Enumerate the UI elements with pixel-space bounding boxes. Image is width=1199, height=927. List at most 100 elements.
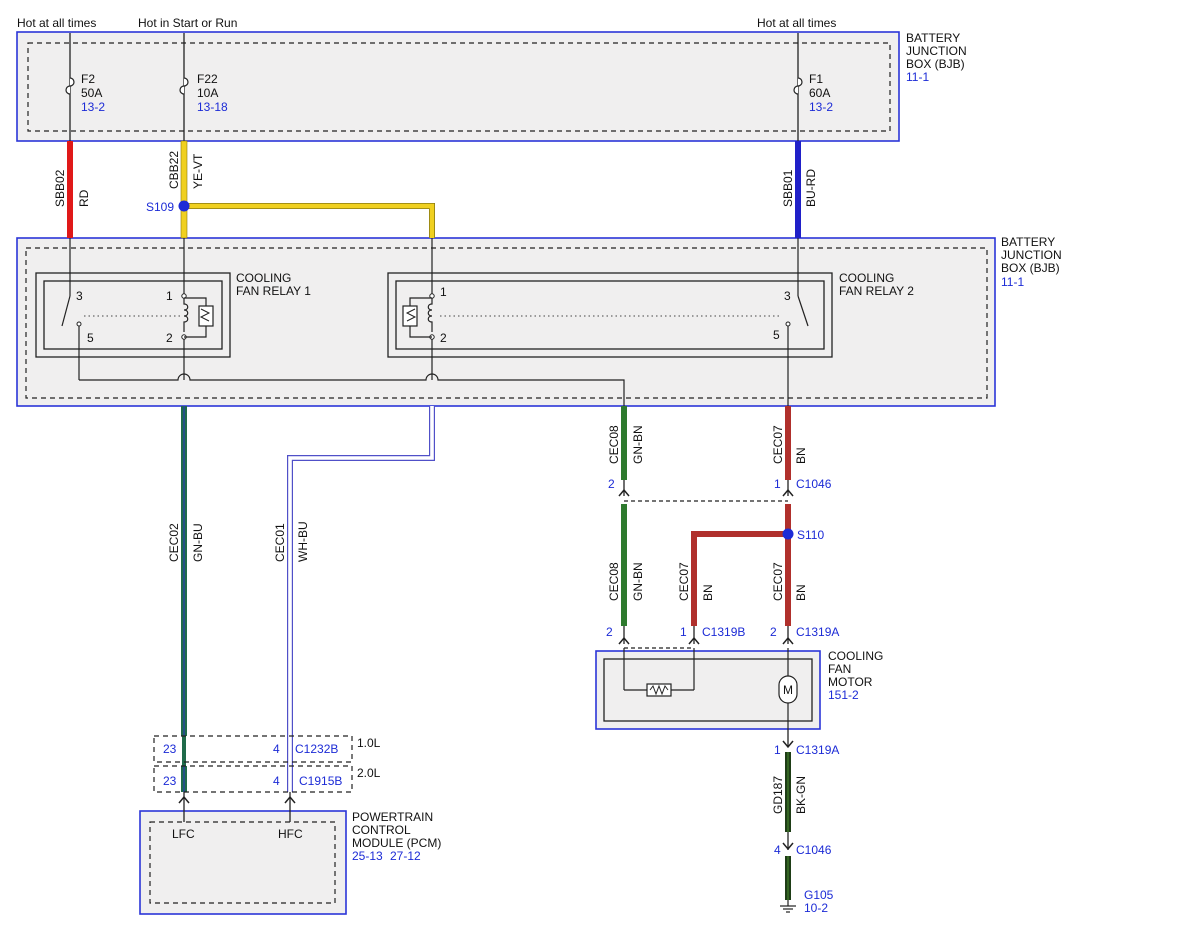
fuse-f2-ref[interactable]: 13-2 xyxy=(81,100,105,114)
pcm-title-1: POWERTRAIN xyxy=(352,810,433,824)
c1319a-top-pin: 2 xyxy=(770,625,777,639)
relay1-coil xyxy=(181,293,214,380)
c1232b-name[interactable]: C1232B xyxy=(295,742,338,756)
label-hot-right: Hot at all times xyxy=(757,16,836,30)
motor-ref[interactable]: 151-2 xyxy=(828,688,859,702)
pcm-pin-lfc: LFC xyxy=(172,827,195,841)
splice-s109-label[interactable]: S109 xyxy=(146,200,174,214)
relay2-box xyxy=(387,272,833,358)
c1319a-bottom-pin: 1 xyxy=(774,743,781,757)
wire-gd187-color: BK-GN xyxy=(794,776,808,814)
c1915b-pin-a: 23 xyxy=(163,774,177,788)
relay1-title-1: COOLING xyxy=(236,271,291,285)
relay2-title-1: COOLING xyxy=(839,271,894,285)
c1232b-engine: 1.0L xyxy=(357,736,381,750)
wire-sbb01-color: BU-RD xyxy=(804,169,818,207)
wire-cec07-upper-circuit: CEC07 xyxy=(771,425,785,464)
pcm-ref-1[interactable]: 25-13 xyxy=(352,849,383,863)
relay2-coil xyxy=(402,293,435,380)
fuse-f22-ref[interactable]: 13-18 xyxy=(197,100,228,114)
wire-sbb01 xyxy=(795,141,801,238)
bjb-top-line2: JUNCTION xyxy=(906,44,967,58)
motor-title-1: COOLING xyxy=(828,649,883,663)
relay1-switch xyxy=(61,295,180,380)
bjb-mid-ref[interactable]: 11-1 xyxy=(1001,275,1024,289)
c1046-top-name[interactable]: C1046 xyxy=(796,477,832,491)
wire-cec01-circuit: CEC01 xyxy=(273,523,287,562)
fuse-f22-icon xyxy=(179,77,189,95)
c1319b-name[interactable]: C1319B xyxy=(702,625,745,639)
wire-cec07-lower-circuit: CEC07 xyxy=(771,562,785,601)
c1046-bottom-name[interactable]: C1046 xyxy=(796,843,832,857)
label-hot-start: Hot in Start or Run xyxy=(138,16,237,30)
wire-cbb22-circuit: CBB22 xyxy=(167,151,181,189)
wire-cec01-color: WH-BU xyxy=(296,521,310,562)
c1915b-pin-b: 4 xyxy=(273,774,280,788)
pcm-ref-2[interactable]: 27-12 xyxy=(390,849,421,863)
wire-cec07-mid-color: BN xyxy=(701,584,715,601)
wire-cec02-color: GN-BU xyxy=(191,523,205,562)
c1046-top-pin-left: 2 xyxy=(608,477,615,491)
c1319a-bottom-connector xyxy=(782,729,794,749)
bjb-top-ref[interactable]: 11-1 xyxy=(906,70,929,84)
bjb-top-line1: BATTERY xyxy=(906,31,960,45)
fuse-f1-rating: 60A xyxy=(809,86,830,100)
motor-internals xyxy=(623,648,798,729)
relay2-pin3: 3 xyxy=(784,289,791,303)
splice-s110-label[interactable]: S110 xyxy=(797,528,824,542)
wire-cec07-upper-color: BN xyxy=(794,447,808,464)
wire-cec07-lower xyxy=(785,504,791,626)
c1915b-engine: 2.0L xyxy=(357,766,381,780)
relay1-pin1: 1 xyxy=(166,289,173,303)
bjb-mid-line3: BOX (BJB) xyxy=(1001,261,1060,275)
c1046-bottom-connector xyxy=(782,832,794,851)
wire-cbb22-branch xyxy=(184,203,435,238)
relay1-output-bus xyxy=(79,373,625,406)
wire-cbb22 xyxy=(180,140,188,239)
relay1-title-2: FAN RELAY 1 xyxy=(236,284,311,298)
c1319b-pin-a: 2 xyxy=(606,625,613,639)
bjb-mid-line2: JUNCTION xyxy=(1001,248,1062,262)
fuse-f1-ref[interactable]: 13-2 xyxy=(809,100,833,114)
wire-cec08-lower xyxy=(621,504,627,626)
relay2-switch xyxy=(440,295,809,406)
pcm-pin-hfc: HFC xyxy=(278,827,303,841)
fuse-f2-name: F2 xyxy=(81,72,95,86)
relay2-pin5: 5 xyxy=(773,328,780,342)
bjb-top-box xyxy=(16,31,900,142)
splice-s109-dot xyxy=(178,200,190,212)
c1319a-bottom-name[interactable]: C1319A xyxy=(796,743,839,757)
label-hot-left: Hot at all times xyxy=(17,16,96,30)
c1232b-pin-b: 4 xyxy=(273,742,280,756)
wire-cec07-branch xyxy=(691,531,788,626)
c1915b-name[interactable]: C1915B xyxy=(299,774,342,788)
pcm-pin-connectors xyxy=(178,792,296,822)
fuse-f22-name: F22 xyxy=(197,72,218,86)
wire-cec01 xyxy=(287,406,435,792)
c1046-top-connector xyxy=(618,480,794,502)
wire-sbb02-circuit: SBB02 xyxy=(53,169,67,207)
motor-symbol: M xyxy=(783,683,793,697)
splice-s110-dot xyxy=(782,528,794,540)
c1319-top-connectors xyxy=(618,626,794,649)
relay1-pin3: 3 xyxy=(76,289,83,303)
relay1-pin2: 2 xyxy=(166,331,173,345)
c1319a-top-name[interactable]: C1319A xyxy=(796,625,839,639)
fuse-f1-name: F1 xyxy=(809,72,823,86)
wire-sbb02 xyxy=(67,141,73,238)
ground-name[interactable]: G105 xyxy=(804,888,834,902)
c1232b-box xyxy=(153,735,353,763)
relay2-inner xyxy=(395,280,825,350)
relay1-box xyxy=(35,272,231,358)
wire-cec02-circuit: CEC02 xyxy=(167,523,181,562)
wire-cec08-upper xyxy=(621,406,627,480)
ground-ref[interactable]: 10-2 xyxy=(804,901,828,915)
wire-gd187-circuit: GD187 xyxy=(771,776,785,814)
bjb-mid-line1: BATTERY xyxy=(1001,235,1055,249)
c1319b-pin-b: 1 xyxy=(680,625,687,639)
relay2-title-2: FAN RELAY 2 xyxy=(839,284,914,298)
wire-cec08-lower-color: GN-BN xyxy=(631,562,645,601)
fuse-f2-rating: 50A xyxy=(81,86,102,100)
relay1-pin5: 5 xyxy=(87,331,94,345)
motor-title-2: FAN xyxy=(828,662,851,676)
